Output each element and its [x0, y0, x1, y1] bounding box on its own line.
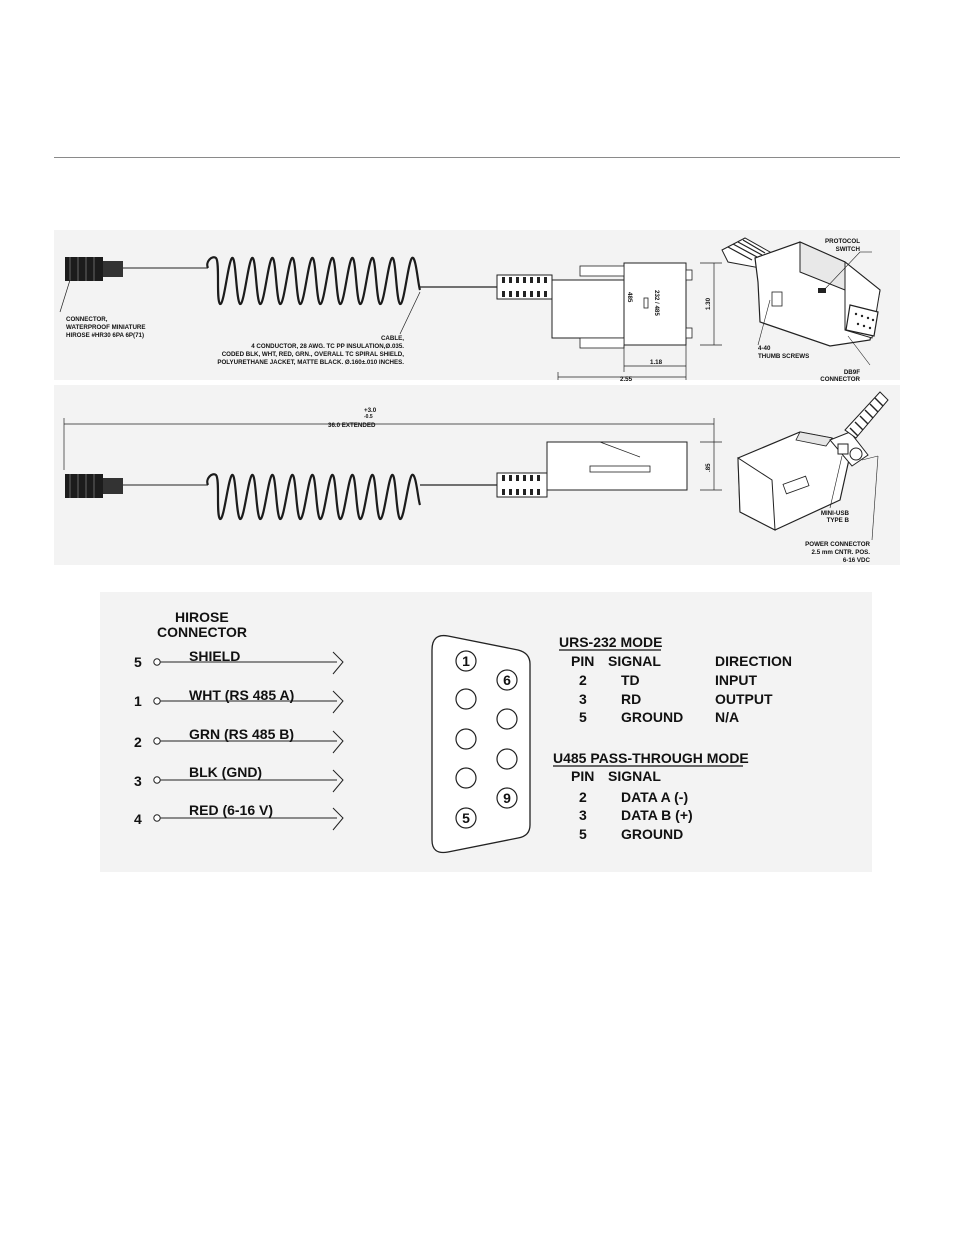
- svg-text:SIGNAL: SIGNAL: [608, 653, 661, 669]
- svg-text:SHIELD: SHIELD: [189, 648, 240, 664]
- svg-text:3: 3: [579, 691, 587, 707]
- db9-housing-bottom-view: [546, 441, 688, 491]
- dim-height-bottom: .85: [705, 463, 712, 472]
- svg-text:1: 1: [134, 693, 142, 709]
- svg-text:PIN: PIN: [571, 768, 594, 784]
- hirose-connector-icon-bottom: [65, 474, 123, 498]
- svg-text:4 CONDUCTOR, 28 AWG. TC PP INS: 4 CONDUCTOR, 28 AWG. TC PP INSULATION,Ø.…: [251, 343, 404, 350]
- svg-text:RED (6-16 V): RED (6-16 V): [189, 802, 273, 818]
- strain-relief-icon: [496, 274, 553, 300]
- svg-text:DATA A (-): DATA A (-): [621, 789, 688, 805]
- db9-pin-9-label: 9: [503, 790, 511, 806]
- hirose-title-line1: HIROSE: [175, 609, 229, 625]
- svg-text:2: 2: [134, 734, 142, 750]
- switch-text-232-485: 232 / 485: [653, 290, 660, 316]
- svg-text:2.5 mm CNTR. POS.: 2.5 mm CNTR. POS.: [812, 549, 871, 556]
- svg-text:5: 5: [134, 654, 142, 670]
- svg-text:SWITCH: SWITCH: [836, 246, 861, 253]
- hirose-pin-row: 5 SHIELD: [134, 648, 344, 675]
- length-label: 36.0 EXTENDED: [328, 422, 376, 429]
- length-dimension-line: [63, 418, 715, 470]
- dim-width-outer: 2.55: [620, 376, 633, 383]
- hirose-pin-row: 3 BLK (GND): [134, 764, 344, 793]
- u485-table: U485 PASS-THROUGH MODE PIN SIGNAL 2 DATA…: [553, 750, 749, 842]
- svg-text:CABLE,: CABLE,: [381, 335, 404, 342]
- db9-pin-5-label: 5: [462, 810, 470, 826]
- urs232-title: URS-232 MODE: [559, 634, 662, 650]
- svg-text:CODED BLK, WHT, RED, GRN., OVE: CODED BLK, WHT, RED, GRN., OVERALL TC SP…: [222, 351, 405, 358]
- power-connector-label: POWER CONNECTOR 2.5 mm CNTR. POS. 6-16 V…: [805, 541, 870, 564]
- db9-pin-1-label: 1: [462, 653, 470, 669]
- strain-relief-icon-bottom: [496, 472, 548, 498]
- svg-text:3: 3: [579, 807, 587, 823]
- svg-text:4: 4: [134, 811, 142, 827]
- coiled-cable-icon-bottom: [206, 473, 422, 521]
- svg-text:GROUND: GROUND: [621, 709, 683, 725]
- db9-pin-6-label: 6: [503, 672, 511, 688]
- svg-text:TYPE B: TYPE B: [827, 517, 850, 524]
- connector-label: CONNECTOR, WATERPROOF MINIATURE HIROSE #…: [66, 316, 146, 339]
- svg-text:CONNECTOR: CONNECTOR: [820, 376, 860, 383]
- svg-text:RD: RD: [621, 691, 641, 707]
- svg-text:HIROSE #HR30 6PA 6P(71): HIROSE #HR30 6PA 6P(71): [66, 332, 144, 339]
- svg-text:POWER CONNECTOR: POWER CONNECTOR: [805, 541, 870, 548]
- coiled-cable-icon: [206, 256, 422, 306]
- dim-width-inner: 1.18: [650, 359, 663, 366]
- svg-text:N/A: N/A: [715, 709, 739, 725]
- svg-text:PROTOCOL: PROTOCOL: [825, 238, 860, 245]
- svg-text:SIGNAL: SIGNAL: [608, 768, 661, 784]
- svg-text:DATA B (+): DATA B (+): [621, 807, 693, 823]
- switch-text-485: 485: [626, 292, 633, 303]
- thumb-screws-label: 4-40 THUMB SCREWS: [758, 345, 809, 360]
- svg-text:GRN (RS 485 B): GRN (RS 485 B): [189, 726, 294, 742]
- svg-text:THUMB SCREWS: THUMB SCREWS: [758, 353, 809, 360]
- hirose-pin-row: 4 RED (6-16 V): [134, 802, 344, 831]
- svg-text:6-16 VDC: 6-16 VDC: [843, 557, 871, 564]
- svg-text:OUTPUT: OUTPUT: [715, 691, 773, 707]
- svg-text:4-40: 4-40: [758, 345, 771, 352]
- urs232-table: URS-232 MODE PIN SIGNAL DIRECTION 2 TD I…: [559, 634, 792, 725]
- db9-3d-view-top: [721, 237, 881, 366]
- top-dimension-lines: [557, 262, 722, 380]
- u485-title: U485 PASS-THROUGH MODE: [553, 750, 749, 766]
- svg-text:WHT (RS 485 A): WHT (RS 485 A): [189, 687, 294, 703]
- svg-text:2: 2: [579, 672, 587, 688]
- db9-housing-side-view: 232 / 485 485: [551, 262, 693, 349]
- db9-connector-face: 1 6 9 5: [431, 634, 531, 854]
- tolerance-plus: +3.0: [364, 407, 377, 414]
- pinout-diagram: HIROSE CONNECTOR 5 SHIELD 1 WHT (RS 485 …: [134, 609, 792, 854]
- hirose-title-line2: CONNECTOR: [157, 624, 247, 640]
- hirose-pin-row: 2 GRN (RS 485 B): [134, 726, 344, 754]
- db9f-label: DB9F CONNECTOR: [820, 369, 860, 383]
- mini-usb-label: MINI-USB TYPE B: [821, 510, 850, 524]
- svg-text:WATERPROOF MINIATURE: WATERPROOF MINIATURE: [66, 324, 146, 331]
- svg-text:5: 5: [579, 709, 587, 725]
- svg-text:INPUT: INPUT: [715, 672, 757, 688]
- svg-text:3: 3: [134, 773, 142, 789]
- protocol-switch-label: PROTOCOL SWITCH: [825, 238, 860, 253]
- cable-label: CABLE, 4 CONDUCTOR, 28 AWG. TC PP INSULA…: [217, 335, 404, 366]
- svg-text:2: 2: [579, 789, 587, 805]
- svg-text:GROUND: GROUND: [621, 826, 683, 842]
- header-rule: [54, 157, 900, 158]
- svg-text:DB9F: DB9F: [844, 369, 860, 376]
- tolerance-minus: -0.5: [364, 414, 373, 420]
- svg-text:PIN: PIN: [571, 653, 594, 669]
- db9-3d-view-bottom: [737, 391, 889, 541]
- dim-height-top: 1.30: [705, 297, 712, 310]
- svg-text:DIRECTION: DIRECTION: [715, 653, 792, 669]
- svg-text:5: 5: [579, 826, 587, 842]
- svg-text:CONNECTOR,: CONNECTOR,: [66, 316, 108, 323]
- bottom-cable-drawing: +3.0 -0.5 36.0 EXTENDED: [63, 391, 889, 564]
- bottom-height-dimension: [700, 441, 722, 491]
- svg-text:TD: TD: [621, 672, 640, 688]
- svg-text:MINI-USB: MINI-USB: [821, 510, 850, 517]
- hirose-connector-icon: [65, 257, 123, 281]
- top-cable-drawing: 232 / 485 485 1.30 1.18 2.55 CONNECTOR, …: [59, 237, 881, 383]
- svg-text:BLK (GND): BLK (GND): [189, 764, 262, 780]
- svg-text:POLYURETHANE JACKET, MATTE BLA: POLYURETHANE JACKET, MATTE BLACK. Ø.160±…: [217, 359, 404, 366]
- hirose-pin-row: 1 WHT (RS 485 A): [134, 687, 344, 714]
